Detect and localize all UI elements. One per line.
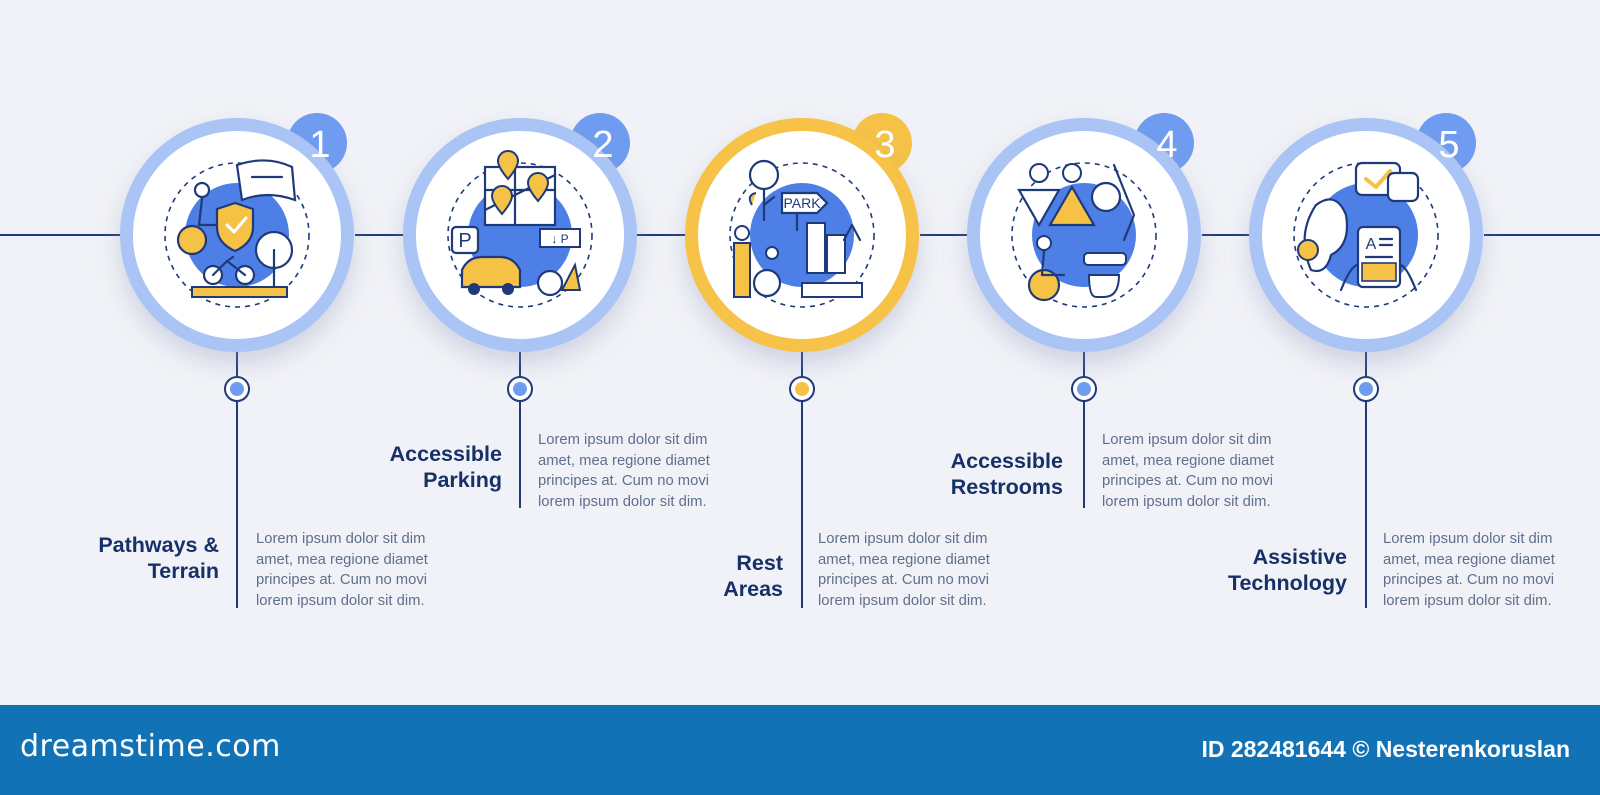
wheelchair-body-icon <box>1040 249 1066 277</box>
rest-areas-icon: PARK <box>729 159 875 308</box>
location-pin-icon <box>490 185 514 216</box>
person-head-icon <box>193 181 211 199</box>
location-pin-icon <box>496 150 520 181</box>
parking-sign-icon <box>450 225 480 255</box>
step-node-dot <box>230 382 244 396</box>
step-node-dot <box>1359 382 1373 396</box>
keyboard-icon <box>1361 262 1397 282</box>
check-icon <box>225 216 248 234</box>
dashed-circle <box>447 162 593 308</box>
person-body-icon <box>733 242 751 298</box>
step-number: 3 <box>874 124 895 166</box>
bike-frame-icon <box>211 255 247 277</box>
wheelchair-icon <box>752 268 782 298</box>
step-number: 5 <box>1438 124 1459 166</box>
step-number: 4 <box>1156 124 1177 166</box>
step-2-title: Accessible Parking <box>389 442 502 492</box>
assistive-technology-icon: A <box>1293 161 1439 308</box>
step-3-title: Rest Areas <box>723 551 783 601</box>
footer-logo: dreamstime.com <box>20 729 281 764</box>
female-triangle-icon <box>1048 184 1096 227</box>
accessible-parking-icon: P ↓ P <box>447 150 593 308</box>
wheelchair-body-icon <box>197 197 217 227</box>
dashed-circle <box>164 162 310 308</box>
step-4: 4 <box>967 113 1201 508</box>
step-4-title: Accessible Restrooms <box>950 449 1063 499</box>
step-1-description: Lorem ipsum dolor sit dim amet, mea regi… <box>256 531 428 609</box>
step-node-dot <box>1077 382 1091 396</box>
text-lines <box>1364 237 1394 259</box>
hearing-aid-icon <box>1297 239 1319 261</box>
person-head-icon <box>1036 235 1052 251</box>
step-node-dot <box>795 382 809 396</box>
person-head-icon <box>734 225 750 241</box>
dashed-circle <box>1293 162 1439 308</box>
dashed-circle <box>729 162 875 308</box>
step-5-description: Lorem ipsum dolor sit dim amet, mea regi… <box>1383 531 1555 609</box>
location-pin-icon <box>526 172 550 203</box>
chat-bubble-icon <box>1386 171 1420 203</box>
park-sign-label: PARK <box>783 195 821 211</box>
wheelchair-icon <box>536 269 564 297</box>
lamp-icon <box>842 223 862 242</box>
tree-trunk <box>762 187 776 222</box>
car-wheel <box>502 283 514 295</box>
step-2-description: Lorem ipsum dolor sit dim amet, mea regi… <box>538 432 710 510</box>
footer-credit: ID 282481644 © Nesterenkoruslan <box>1201 736 1570 762</box>
step-3-description: Lorem ipsum dolor sit dim amet, mea regi… <box>818 531 990 609</box>
toilet-icon <box>1087 274 1121 298</box>
step-5-title: Assistive Technology <box>1227 545 1347 595</box>
sink-icon <box>1083 252 1127 266</box>
directional-parking-label: ↓ P <box>551 232 568 246</box>
leaf-icon <box>748 192 757 206</box>
parking-letter: P <box>458 230 471 252</box>
step-number: 2 <box>592 124 613 166</box>
accessible-restrooms-icon <box>1011 162 1157 308</box>
footer-bar: dreamstime.com ID 282481644 © Nesterenko… <box>0 705 1600 795</box>
male-head-icon <box>1029 163 1049 183</box>
pathways-terrain-icon <box>164 159 310 308</box>
park-sign-icon <box>780 191 829 215</box>
hand-outline <box>1112 163 1136 242</box>
person-head-icon <box>765 246 779 260</box>
wheelchair-wheel-icon <box>1027 268 1061 302</box>
hands-icon <box>1339 263 1418 292</box>
dashed-circle <box>1011 162 1157 308</box>
bench-icon <box>801 282 863 298</box>
step-node-dot <box>513 382 527 396</box>
ramp-icon <box>560 262 582 291</box>
ok-hand-icon <box>1090 181 1122 213</box>
tree-icon <box>748 159 780 191</box>
car-icon <box>460 255 522 289</box>
ground-icon <box>191 286 288 298</box>
car-wheel <box>468 283 480 295</box>
check-icon <box>1364 169 1392 189</box>
male-triangle-icon <box>1017 188 1061 228</box>
step-number: 1 <box>309 124 330 166</box>
directional-parking-sign-icon <box>539 228 581 248</box>
map-icon <box>235 159 297 202</box>
document-letter: A <box>1366 236 1377 253</box>
building-icon <box>826 234 846 274</box>
female-head-icon <box>1062 163 1082 183</box>
step-4-description: Lorem ipsum dolor sit dim amet, mea regi… <box>1102 432 1274 510</box>
step-1: 1 <box>120 113 354 608</box>
shield-check-icon <box>215 201 255 253</box>
step-2: 2P ↓ P <box>403 113 637 508</box>
step-5: 5A <box>1249 113 1483 608</box>
building-icon <box>806 222 826 274</box>
wheelchair-wheel-icon <box>176 224 208 256</box>
step-1-title: Pathways & Terrain <box>98 533 219 583</box>
